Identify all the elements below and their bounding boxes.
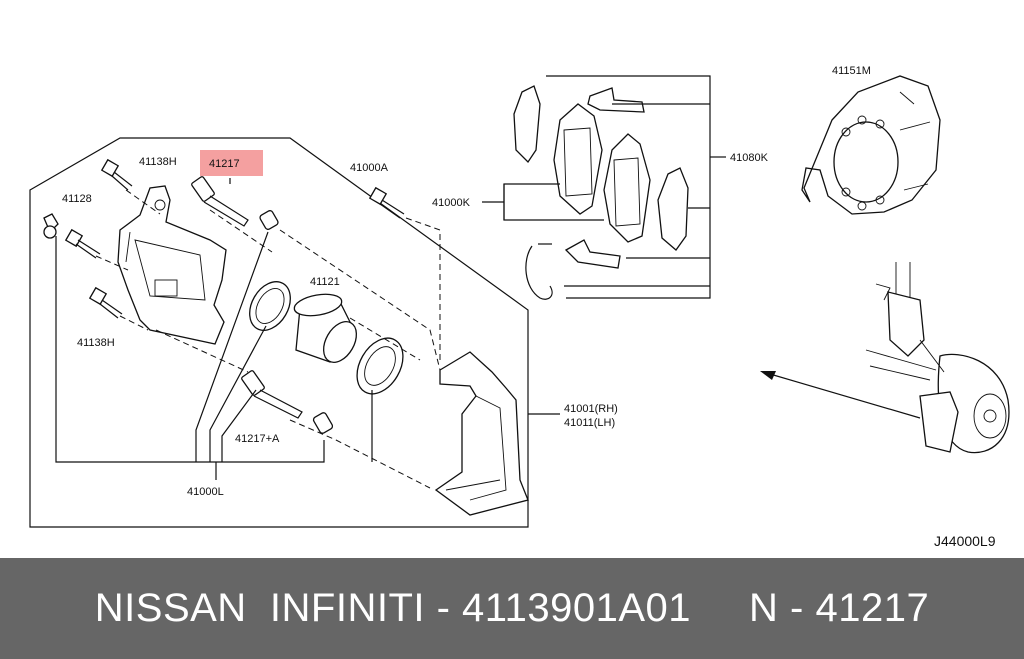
guide-pin-41217a xyxy=(241,370,334,434)
label-41001: 41001(RH) xyxy=(564,403,618,415)
bolt-41138h-bottom xyxy=(88,286,123,319)
mounting-bracket-41001 xyxy=(434,351,529,516)
label-41128: 41128 xyxy=(62,193,92,205)
label-41138h-bottom: 41138H xyxy=(77,337,115,349)
arrow-head xyxy=(760,371,776,380)
label-41011: 41011(LH) xyxy=(564,417,615,429)
wheel-assembly-sketch xyxy=(865,262,1010,454)
bolt-41000a xyxy=(368,186,405,219)
label-41000a: 41000A xyxy=(350,162,389,174)
pad-clip-bottom xyxy=(564,239,621,269)
caliper-body xyxy=(117,185,227,345)
label-41151m: 41151M xyxy=(832,65,871,77)
piston-boot xyxy=(356,337,404,395)
piston-41121 xyxy=(293,293,358,363)
part-number-text: NISSAN INFINITI - 4113901A01 N - 41217 xyxy=(94,586,930,630)
pad-clip-top xyxy=(587,87,645,113)
label-41000l: 41000L xyxy=(187,486,224,498)
brake-pad-inner xyxy=(553,103,603,215)
bolt-41138h-top xyxy=(100,158,133,191)
label-41138h-top: 41138H xyxy=(139,156,177,168)
backing-plate-41151m xyxy=(801,75,941,215)
bolt-41128 xyxy=(43,213,101,259)
diagram-code: J44000L9 xyxy=(934,533,996,549)
brake-pad-outer xyxy=(603,133,651,243)
part-highlight xyxy=(200,150,263,176)
label-41217a: 41217+A xyxy=(235,433,280,445)
brake-caliper-diagram: 41138H 41217 41000A 41128 41121 41000K 4… xyxy=(29,65,1010,549)
wear-sensor-spring xyxy=(525,243,553,300)
part-number-footer: NISSAN INFINITI - 4113901A01 N - 41217 xyxy=(0,558,1024,659)
label-41121: 41121 xyxy=(310,276,340,288)
label-41217: 41217 xyxy=(209,158,240,170)
label-41000k: 41000K xyxy=(432,197,471,209)
seal-ring-41121 xyxy=(249,281,291,331)
guide-pin-41217 xyxy=(191,176,279,230)
label-41080k: 41080K xyxy=(730,152,769,164)
pad-group-outline xyxy=(546,75,711,299)
caliper-group-outline xyxy=(29,137,529,528)
shim-left xyxy=(513,85,541,164)
shim-right xyxy=(657,167,689,251)
